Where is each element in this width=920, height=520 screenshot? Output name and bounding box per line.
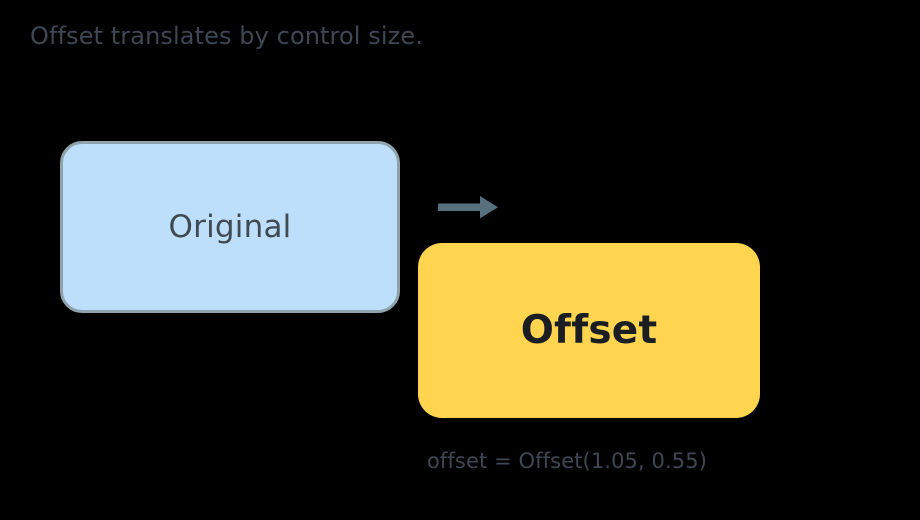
offset-caption: offset = Offset(1.05, 0.55) [426, 449, 708, 473]
original-control-box: Original [60, 141, 400, 313]
offset-control-label: Offset [520, 308, 658, 353]
arrow-right-icon [438, 193, 500, 221]
page-title: Offset translates by control size. [30, 22, 423, 50]
offset-control-box: Offset [418, 243, 760, 418]
original-control-label: Original [168, 208, 292, 245]
